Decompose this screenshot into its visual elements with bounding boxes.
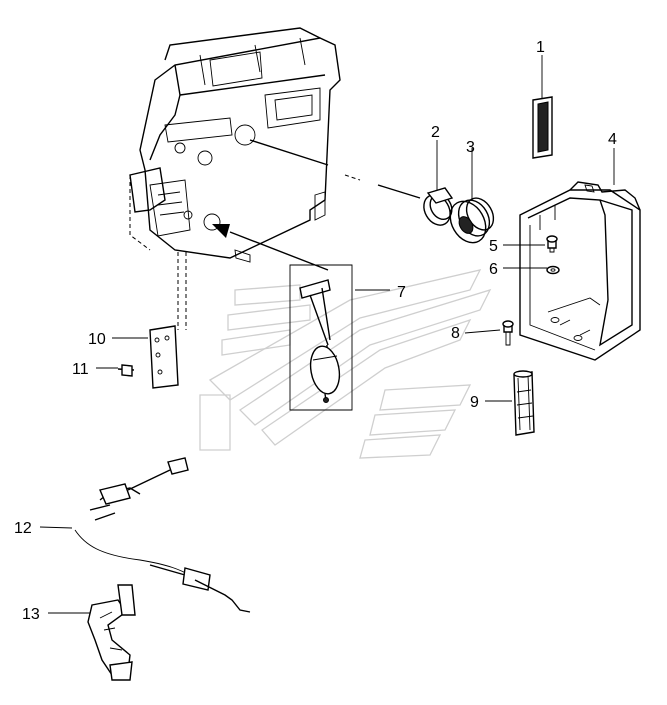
assembly-arrows: [212, 139, 421, 271]
part-9-sleeve: [513, 370, 535, 436]
callout-4: 4: [608, 131, 617, 148]
part-6-washer: [546, 265, 560, 275]
part-1-bracket: [532, 96, 553, 159]
callout-5: 5: [489, 238, 498, 255]
part-3-hose-sleeve: [449, 197, 495, 244]
callout-11: 11: [72, 361, 89, 378]
callout-6: 6: [489, 261, 498, 278]
callout-7: 7: [397, 284, 406, 301]
part-5-screw: [546, 235, 558, 253]
callout-2: 2: [431, 124, 440, 141]
callout-9: 9: [470, 394, 479, 411]
callout-10: 10: [88, 331, 106, 348]
callout-numbers: 1 2 3 4 5 6 7 8 9 10 11 12 13: [14, 39, 617, 623]
callout-3: 3: [466, 139, 475, 156]
part-2-hose-clamp: [423, 187, 454, 226]
part-8-bolt: [502, 320, 514, 346]
callout-13: 13: [22, 606, 40, 623]
part-12-cable-sensor: [74, 457, 251, 613]
part-10-mounting-plate: [149, 325, 179, 389]
part-13-strap: [87, 584, 136, 681]
part-4-cover-box: [519, 181, 641, 361]
watermark-logo: [199, 269, 492, 459]
leader-lines: [39, 55, 615, 614]
part-11-pin: [117, 364, 135, 377]
main-housing: [129, 27, 341, 330]
callout-1: 1: [536, 39, 545, 56]
part-7-float-gauge: [289, 264, 353, 411]
callout-8: 8: [451, 325, 460, 342]
callout-12: 12: [14, 520, 32, 537]
